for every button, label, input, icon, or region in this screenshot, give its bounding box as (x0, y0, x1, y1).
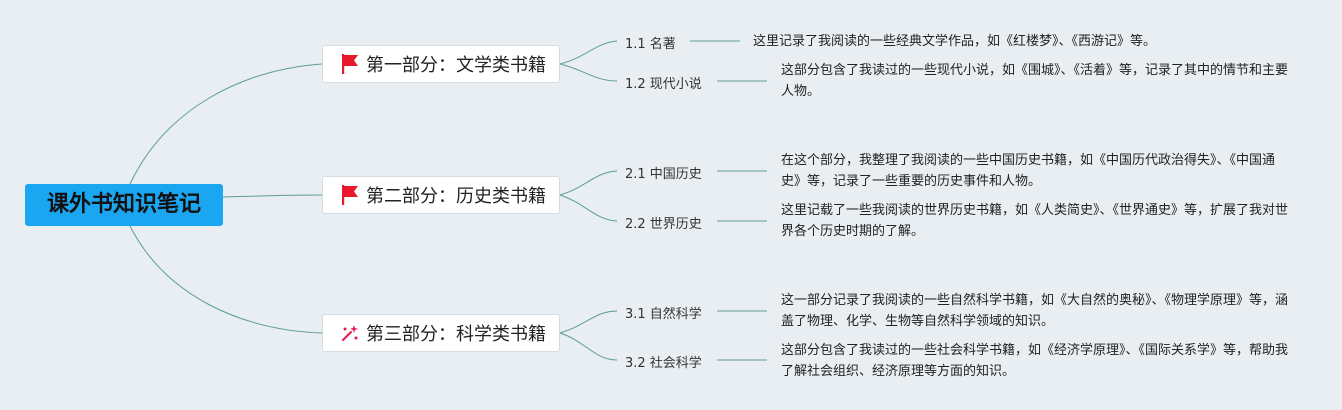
root-topic-label: 课外书知识笔记 (46, 192, 201, 217)
description-1-2[interactable]: 这部分包含了我读过的一些现代小说，如《围城》、《活着》等，记录了其中的情节和主要… (781, 63, 1289, 99)
red-flag-icon (340, 184, 360, 206)
description-3-1[interactable]: 这一部分记录了我阅读的一些自然科学书籍，如《大自然的奥秘》、《物理学原理》等，涵… (781, 293, 1289, 329)
subtopic-2-2[interactable]: 2.2 世界历史 (625, 217, 702, 232)
connector-branch-2-sub-1 (559, 170, 618, 196)
description-3-2[interactable]: 这部分包含了我读过的一些社会科学书籍，如《经济学原理》、《国际关系学》等，帮助我… (781, 343, 1289, 379)
subtopic-3-2[interactable]: 3.2 社会科学 (625, 356, 702, 371)
connector-branch-1-sub-2 (559, 63, 618, 82)
connector-root-branch-3 (129, 225, 323, 334)
branch-topic-label: 第一部分：文学类书籍 (366, 55, 546, 76)
connector-branch-3-sub-1 (559, 310, 618, 334)
branch-topic-literature[interactable]: 第一部分：文学类书籍 (322, 45, 560, 83)
root-topic[interactable]: 课外书知识笔记 (25, 184, 223, 226)
sparkle-wand-icon (340, 322, 360, 344)
subtopic-1-1[interactable]: 1.1 名著 (625, 37, 676, 52)
connector-branch-3-sub-2 (559, 332, 618, 361)
description-2-2[interactable]: 这里记载了一些我阅读的世界历史书籍，如《人类简史》、《世界通史》等，扩展了我对世… (781, 203, 1289, 239)
red-flag-icon (340, 53, 360, 75)
connector-root-branch-2 (222, 194, 323, 198)
connector-branch-1-sub-1 (559, 40, 618, 65)
branch-topic-history[interactable]: 第二部分：历史类书籍 (322, 176, 560, 214)
description-2-1[interactable]: 在这个部分，我整理了我阅读的一些中国历史书籍，如《中国历代政治得失》、《中国通史… (781, 153, 1276, 189)
connector-root-branch-1 (129, 63, 323, 185)
branch-topic-science[interactable]: 第三部分：科学类书籍 (322, 314, 560, 352)
branch-topic-label: 第三部分：科学类书籍 (366, 324, 546, 345)
branch-topic-label: 第二部分：历史类书籍 (366, 186, 546, 207)
subtopic-2-1[interactable]: 2.1 中国历史 (625, 167, 702, 182)
subtopic-1-2[interactable]: 1.2 现代小说 (625, 77, 702, 92)
description-1-1[interactable]: 这里记录了我阅读的一些经典文学作品，如《红楼梦》、《西游记》等。 (753, 34, 1157, 49)
subtopic-3-1[interactable]: 3.1 自然科学 (625, 307, 702, 322)
connector-branch-2-sub-2 (559, 194, 618, 222)
